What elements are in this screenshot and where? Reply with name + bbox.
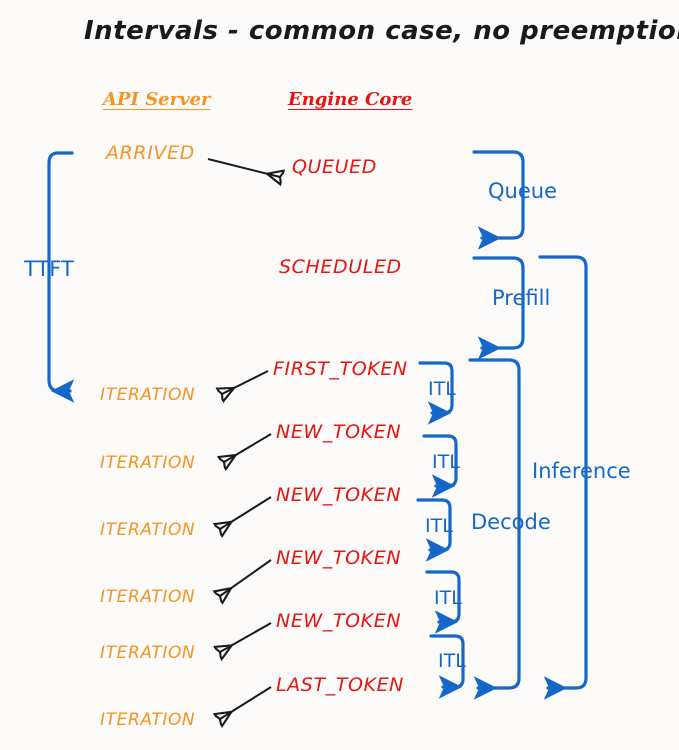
arrow-new-token-2-to-iteration	[220, 496, 272, 529]
arrow-new-token-4-to-iteration	[220, 622, 272, 652]
bracket-inference	[538, 255, 588, 700]
arrow-first-token-to-iteration	[222, 370, 269, 394]
column-header-engine-core: Engine Core	[288, 89, 413, 110]
state-scheduled: SCHEDULED	[279, 256, 402, 278]
bracket-itl-4	[425, 570, 461, 634]
state-iteration-3: ITERATION	[100, 520, 196, 540]
interval-label-decode: Decode	[471, 510, 551, 534]
page-title: Intervals - common case, no preemptions	[84, 16, 679, 46]
state-iteration-4: ITERATION	[100, 587, 196, 607]
state-new-token-2: NEW_TOKEN	[276, 484, 402, 506]
arrow-new-token-3-to-iteration	[220, 559, 272, 596]
column-header-api-server: API Server	[103, 89, 211, 110]
state-queued: QUEUED	[292, 156, 378, 178]
interval-label-itl-3: ITL	[425, 515, 453, 537]
state-new-token-4: NEW_TOKEN	[276, 610, 402, 632]
interval-label-itl-1: ITL	[428, 378, 456, 400]
bracket-itl-5	[429, 634, 465, 699]
bracket-itl-2	[422, 434, 458, 498]
state-iteration-1: ITERATION	[100, 385, 196, 405]
state-last-token: LAST_TOKEN	[276, 674, 404, 696]
state-iteration-6: ITERATION	[100, 710, 196, 730]
state-arrived: ARRIVED	[106, 142, 195, 164]
interval-label-prefill: Prefill	[492, 286, 551, 310]
bracket-decode	[468, 358, 521, 700]
interval-label-itl-5: ITL	[438, 650, 466, 672]
state-iteration-2: ITERATION	[100, 453, 196, 473]
state-new-token-1: NEW_TOKEN	[276, 421, 402, 443]
arrow-arrived-to-queued	[207, 158, 280, 177]
arrow-new-token-1-to-iteration	[224, 433, 272, 462]
state-iteration-5: ITERATION	[100, 643, 196, 663]
state-new-token-3: NEW_TOKEN	[276, 547, 402, 569]
interval-label-itl-2: ITL	[432, 451, 460, 473]
bracket-itl-3	[416, 498, 452, 562]
state-first-token: FIRST_TOKEN	[273, 358, 408, 380]
interval-label-inference: Inference	[532, 459, 631, 483]
interval-label-itl-4: ITL	[434, 587, 462, 609]
bracket-prefill	[472, 256, 525, 360]
arrow-last-token-to-iteration	[220, 686, 272, 719]
bracket-ttft	[47, 151, 75, 403]
bracket-itl-1	[418, 361, 454, 425]
bracket-queue	[472, 150, 525, 250]
